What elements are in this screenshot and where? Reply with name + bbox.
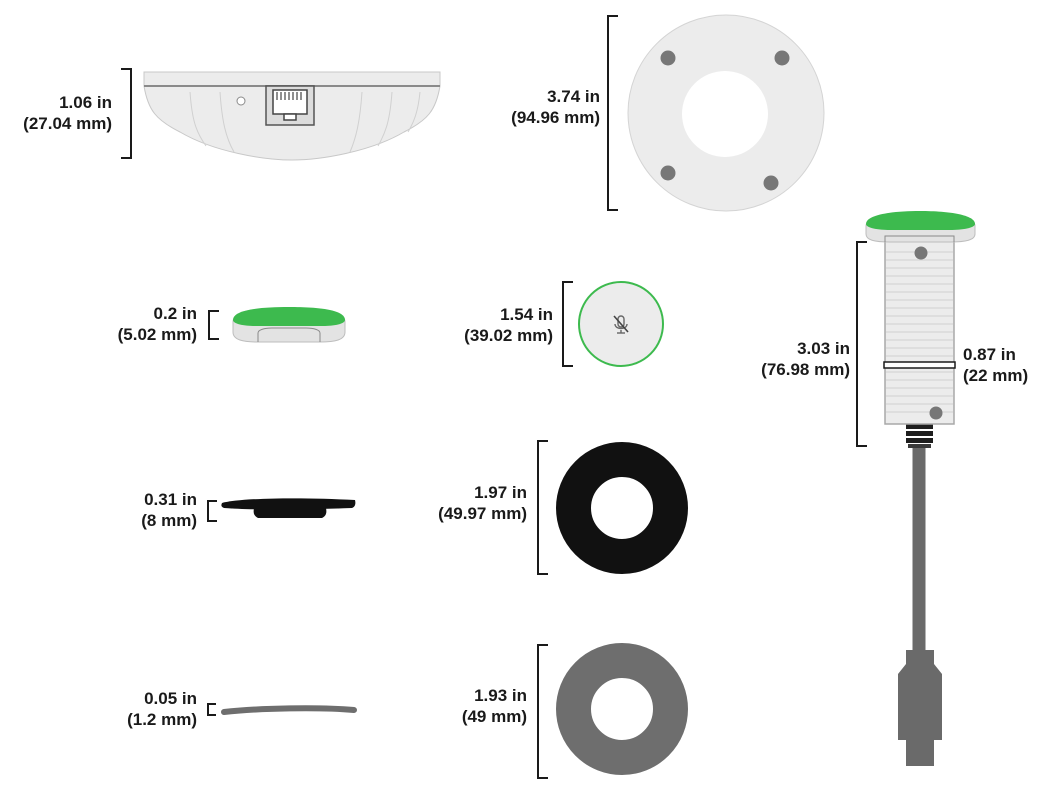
mount-plate-bracket [607,15,618,211]
hub-height-bracket [121,68,132,159]
button-body-length-label: 3.03 in (76.98 mm) [761,338,850,380]
mic-mute-icon [613,315,629,334]
black-gasket-height-label: 0.31 in (8 mm) [141,489,197,531]
hub-height-label: 1.06 in (27.04 mm) [23,92,112,134]
inch-value: 1.06 in [59,93,112,112]
inch-value: 0.87 in [963,345,1016,364]
button-body [865,211,976,766]
inch-value: 0.31 in [144,490,197,509]
gray-washer-height-label: 0.05 in (1.2 mm) [127,688,197,730]
mm-value: (49.97 mm) [438,504,527,523]
black-gasket-height-bracket [207,500,217,522]
mm-value: (8 mm) [141,511,197,530]
mm-value: (22 mm) [963,366,1029,385]
gray-washer-side [221,705,357,715]
black-gasket-diameter-bracket [537,440,548,575]
button-cap-height-bracket [208,310,219,340]
button-cap-diameter-bracket [562,281,573,367]
mount-plate [627,14,825,212]
gray-washer-top [556,643,688,775]
button-cap-height-label: 0.2 in (5.02 mm) [118,303,197,345]
mount-plate-diameter-label: 3.74 in (94.96 mm) [511,86,600,128]
inch-value: 1.97 in [474,483,527,502]
inch-value: 3.74 in [547,87,600,106]
button-body-length-bracket [856,241,867,447]
inch-value: 0.2 in [153,304,197,323]
gray-washer-diameter-bracket [537,644,548,779]
black-gasket-top [556,442,688,574]
inch-value: 3.03 in [797,339,850,358]
black-gasket-side [221,498,356,518]
hub-side-view [143,71,441,161]
mm-value: (5.02 mm) [117,325,197,344]
gray-washer-height-bracket [207,703,216,716]
mm-value: (27.04 mm) [23,114,112,133]
button-cap-top [578,281,664,367]
rj45-port-icon [265,85,315,126]
mm-value: (1.2 mm) [127,710,197,729]
button-cap-diameter-label: 1.54 in (39.02 mm) [464,304,553,346]
gray-washer-diameter-label: 1.93 in (49 mm) [462,685,527,727]
mm-value: (39.02 mm) [464,326,553,345]
inch-value: 1.54 in [500,305,553,324]
mm-value: (94.96 mm) [511,108,600,127]
black-gasket-diameter-label: 1.97 in (49.97 mm) [438,482,527,524]
button-cap-side [232,307,346,343]
mm-value: (49 mm) [461,707,527,726]
inch-value: 0.05 in [144,689,197,708]
mm-value: (76.98 mm) [761,360,850,379]
button-body-diameter-label: 0.87 in (22 mm) [963,344,1028,386]
inch-value: 1.93 in [474,686,527,705]
